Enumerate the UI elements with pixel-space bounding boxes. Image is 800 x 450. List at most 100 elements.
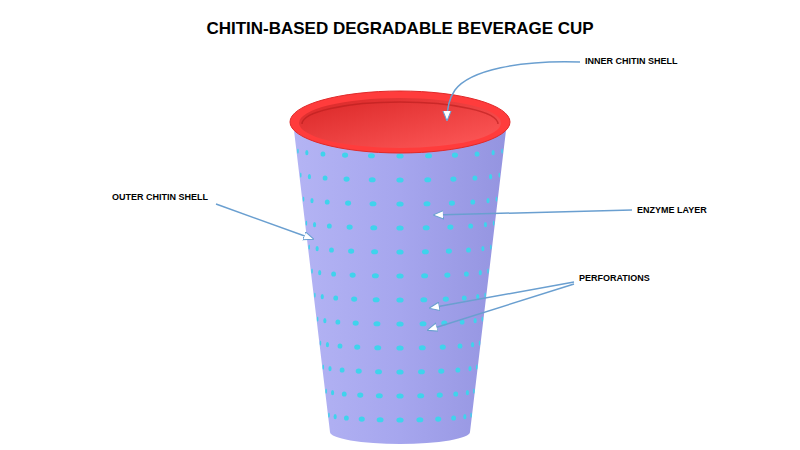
perforation bbox=[489, 174, 492, 179]
perforation bbox=[313, 222, 316, 227]
perforation bbox=[335, 319, 340, 324]
perforation bbox=[481, 246, 484, 251]
perforation bbox=[471, 342, 474, 347]
perforation bbox=[396, 225, 403, 230]
perforation bbox=[474, 318, 477, 323]
perforation bbox=[451, 415, 456, 420]
perforation bbox=[320, 340, 322, 345]
outer-chitin-shell bbox=[293, 122, 507, 444]
perforation bbox=[473, 388, 475, 393]
perforation bbox=[375, 369, 382, 374]
part-label: ENZYME LAYER bbox=[637, 204, 707, 216]
perforation bbox=[421, 273, 428, 278]
perforation bbox=[300, 172, 302, 177]
perforation bbox=[356, 368, 362, 373]
perforation bbox=[370, 201, 377, 206]
perforation bbox=[306, 220, 308, 225]
perforation bbox=[468, 223, 473, 228]
perforation bbox=[321, 151, 326, 156]
perforation bbox=[305, 150, 308, 155]
perforation bbox=[396, 153, 403, 158]
perforation bbox=[492, 150, 495, 155]
perforation bbox=[308, 174, 311, 179]
perforation bbox=[453, 391, 458, 396]
perforation bbox=[419, 345, 426, 350]
perforation bbox=[347, 224, 353, 229]
perforation bbox=[340, 367, 345, 372]
perforation bbox=[344, 176, 350, 181]
perforation bbox=[452, 152, 458, 157]
perforation bbox=[423, 225, 430, 230]
perforation bbox=[472, 175, 477, 180]
perforation bbox=[446, 248, 452, 253]
diagram-title: CHITIN-BASED DEGRADABLE BEVERAGE CUP bbox=[0, 19, 800, 39]
perforation bbox=[297, 148, 299, 153]
perforation bbox=[318, 270, 321, 275]
perforation bbox=[369, 177, 376, 182]
perforation bbox=[348, 248, 354, 253]
perforation bbox=[463, 414, 466, 419]
perforation bbox=[447, 224, 453, 229]
perforation bbox=[373, 321, 380, 326]
perforation bbox=[424, 177, 431, 182]
perforation bbox=[493, 220, 495, 225]
perforation bbox=[327, 223, 332, 228]
perforation bbox=[462, 295, 467, 300]
perforation bbox=[345, 200, 351, 205]
perforation bbox=[396, 417, 403, 422]
perforation bbox=[435, 416, 441, 421]
leader-line bbox=[428, 284, 574, 330]
cup-rim bbox=[290, 91, 510, 153]
perforation bbox=[449, 200, 455, 205]
perforation bbox=[501, 148, 503, 153]
perforation bbox=[455, 367, 460, 372]
perforation bbox=[325, 199, 330, 204]
perforation bbox=[482, 316, 484, 321]
perforation bbox=[342, 152, 348, 157]
perforation bbox=[418, 369, 425, 374]
perforation bbox=[437, 392, 443, 397]
perforation bbox=[350, 272, 356, 277]
perforation bbox=[310, 198, 313, 203]
perforation bbox=[496, 196, 498, 201]
part-label: PERFORATIONS bbox=[579, 272, 650, 284]
perforation bbox=[353, 320, 359, 325]
perforation bbox=[475, 151, 480, 156]
perforation bbox=[314, 292, 316, 297]
perforation bbox=[329, 247, 334, 252]
perforation bbox=[396, 393, 403, 398]
perforation bbox=[476, 364, 478, 369]
perforation bbox=[438, 368, 444, 373]
perforation bbox=[444, 272, 450, 277]
perforation bbox=[396, 201, 403, 206]
perforation bbox=[490, 244, 492, 249]
leader-line bbox=[447, 62, 580, 120]
perforation bbox=[466, 390, 469, 395]
perforation bbox=[331, 271, 336, 276]
perforation bbox=[371, 249, 378, 254]
perforation bbox=[328, 412, 330, 417]
perforation bbox=[372, 273, 379, 278]
perforation bbox=[333, 295, 338, 300]
leader-line bbox=[216, 204, 313, 239]
perforation bbox=[396, 345, 403, 350]
perforation bbox=[377, 417, 384, 422]
perforation bbox=[484, 292, 486, 297]
perforation bbox=[464, 271, 469, 276]
perforation bbox=[376, 393, 383, 398]
perforation bbox=[370, 225, 377, 230]
perforation bbox=[425, 153, 432, 158]
perforation bbox=[458, 343, 463, 348]
perforation bbox=[323, 175, 328, 180]
perforation bbox=[323, 318, 326, 323]
inner-chitin-shell bbox=[299, 98, 501, 148]
perforation bbox=[374, 345, 381, 350]
perforation bbox=[470, 412, 472, 417]
perforation bbox=[328, 366, 331, 371]
perforation bbox=[420, 297, 427, 302]
perforation bbox=[331, 390, 334, 395]
perforation bbox=[338, 343, 343, 348]
perforation bbox=[321, 294, 324, 299]
perforation bbox=[396, 249, 403, 254]
